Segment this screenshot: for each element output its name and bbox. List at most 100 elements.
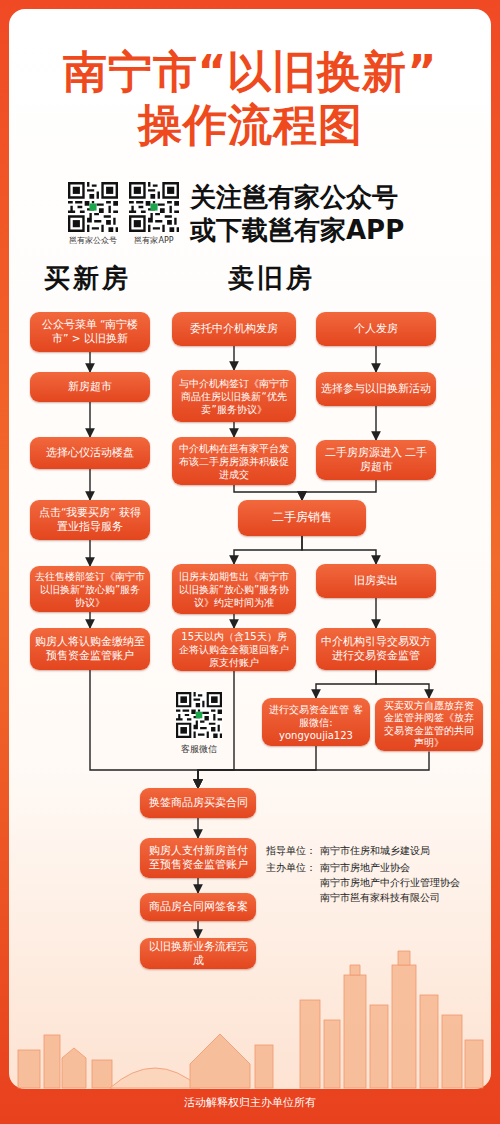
box-text-group: 旧房卖出: [354, 574, 398, 588]
flow-arrow: [375, 346, 376, 372]
flow-arrow: [89, 352, 90, 372]
box-text: 中介机构在邕有家平台发布该二手房房源并积极促进成交: [177, 442, 291, 481]
box-text-group: 去往售楼部签订《南宁市以旧换新“放心购”服务协议》: [35, 570, 145, 609]
process-box: 购房人支付新房首付至预售资金监管账户: [140, 838, 256, 878]
process-box: 点击“我要买房” 获得置业指导服务: [30, 500, 150, 540]
box-text: 二手房销售: [272, 510, 332, 526]
flow-arrow: [375, 406, 376, 440]
flow-arrow: [197, 921, 198, 938]
box-text: 选择心仪活动楼盘: [46, 446, 134, 460]
box-text-group: 个人发房: [354, 322, 398, 336]
box-text-group: 点击“我要买房” 获得置业指导服务: [35, 506, 145, 533]
process-box: 中介机构引导交易双方进行交易资金监管: [316, 628, 436, 670]
flow-arrow: [316, 670, 376, 698]
flow-arrow: [376, 670, 429, 698]
box-text: 点击“我要买房” 获得置业指导服务: [35, 506, 145, 533]
qr-code: [176, 692, 222, 738]
process-box: 进行交易资金监管 客服微信: yongyoujia123: [262, 698, 370, 746]
box-text-group: 进行交易资金监管 客服微信: yongyoujia123: [267, 703, 365, 742]
box-text-group: 以旧换新业务流程完成: [145, 940, 251, 967]
box-text-group: 中介机构引导交易双方进行交易资金监管: [321, 635, 431, 662]
process-box: 换签商品房买卖合同: [140, 788, 256, 818]
section-heading: 买新房: [44, 262, 154, 295]
process-box: 新房超市: [30, 372, 150, 402]
box-text: 旧房未如期售出《南宁市以旧换新“放心购”服务协议》约定时间为准: [177, 570, 291, 609]
box-text: 选择参与以旧换新活动: [321, 382, 431, 396]
box-text-group: 新房超市: [68, 380, 112, 394]
box-text: 新房超市: [68, 380, 112, 394]
process-box: 选择参与以旧换新活动: [316, 372, 436, 406]
box-text: 旧房卖出: [354, 574, 398, 588]
process-box: 选择心仪活动楼盘: [30, 437, 150, 469]
box-text: 换签商品房买卖合同: [149, 796, 248, 810]
box-text-group: 购房人支付新房首付至预售资金监管账户: [145, 844, 251, 871]
box-text-group: 中介机构在邕有家平台发布该二手房房源并积极促进成交: [177, 442, 291, 481]
box-text: 商品房合同网签备案: [149, 900, 248, 914]
cityscape: [18, 951, 483, 1088]
sponsor-text: 南宁市房地产业协会: [320, 862, 490, 874]
flow-arrow: [89, 540, 90, 566]
flow-arrow: [234, 485, 302, 500]
process-box: 公众号菜单 “南宁楼市” > 以旧换新: [30, 312, 150, 352]
poster-title: 南宁市“以旧换新” 操作流程图: [20, 46, 480, 152]
sponsor-text: 南宁市住房和城乡建设局: [320, 845, 490, 857]
flow-arrow: [302, 536, 376, 564]
box-text-group: 二手房销售: [272, 510, 332, 526]
process-box: 委托中介机构发房: [172, 312, 296, 346]
process-box: 中介机构在邕有家平台发布该二手房房源并积极促进成交: [172, 437, 296, 485]
sponsor-text: 南宁市房地产中介行业管理协会: [320, 877, 490, 889]
process-box: 旧房未如期售出《南宁市以旧换新“放心购”服务协议》约定时间为准: [172, 564, 296, 614]
caption-text: 邕有家APP: [122, 236, 186, 246]
flow-arrow: [233, 346, 234, 370]
process-box: 旧房卖出: [316, 564, 436, 598]
process-box: 买卖双方自愿放弃资金监管并阅签《放弃交易资金监管的共同声明》: [375, 698, 483, 751]
caption-text: 关注邕有家公众号 或下载邕有家APP: [190, 181, 485, 246]
box-text: 买卖双方自愿放弃资金监管并阅签《放弃交易资金监管的共同声明》: [380, 700, 478, 749]
box-text: 个人发房: [354, 322, 398, 336]
box-text: 与中介机构签订《南宁市商品住房以旧换新“优先卖”服务协议》: [177, 377, 291, 416]
box-text: 公众号菜单 “南宁楼市” > 以旧换新: [35, 318, 145, 345]
box-text-group: 委托中介机构发房: [190, 322, 278, 336]
box-text-group: 换签商品房买卖合同: [149, 796, 248, 810]
caption-text: 客服微信: [170, 744, 228, 755]
footer-note: 活动解释权归主办单位所有: [0, 1096, 500, 1110]
box-text-group: 选择心仪活动楼盘: [46, 446, 134, 460]
box-text: 购房人支付新房首付至预售资金监管账户: [145, 844, 251, 871]
box-text-group: 购房人将认购金缴纳至预售资金监管账户: [35, 635, 145, 662]
box-text: 以旧换新业务流程完成: [145, 940, 251, 967]
sponsor-text: 主办单位：: [266, 862, 326, 874]
qr-code: [68, 182, 118, 232]
qr-code: [129, 182, 179, 232]
box-text-group: 与中介机构签订《南宁市商品住房以旧换新“优先卖”服务协议》: [177, 377, 291, 416]
flow-arrow: [90, 670, 198, 788]
process-box: 二手房销售: [238, 500, 366, 536]
box-text-group: 选择参与以旧换新活动: [321, 382, 431, 396]
flow-arrow: [89, 612, 90, 628]
content-panel: [9, 9, 491, 1089]
box-text: 15天以内（含15天）房企将认购金全额退回客户原支付账户: [177, 630, 291, 669]
process-box: 与中介机构签订《南宁市商品住房以旧换新“优先卖”服务协议》: [172, 370, 296, 422]
sponsor-text: 南宁市邕有家科技有限公司: [320, 892, 490, 904]
flow-arrow: [233, 614, 234, 628]
sponsor-text: 指导单位：: [266, 845, 326, 857]
box-text-group: 商品房合同网签备案: [149, 900, 248, 914]
flow-arrow: [234, 536, 302, 564]
box-text: 进行交易资金监管 客服微信: yongyoujia123: [267, 703, 365, 742]
caption-text: 邕有家公众号: [58, 236, 128, 246]
section-heading: 卖旧房: [228, 262, 348, 295]
flow-arrow: [375, 598, 376, 628]
box-text: 中介机构引导交易双方进行交易资金监管: [321, 635, 431, 662]
flow-arrow: [233, 422, 234, 437]
box-text: 二手房房源进入 二手房超市: [321, 446, 431, 473]
process-box: 15天以内（含15天）房企将认购金全额退回客户原支付账户: [172, 628, 296, 671]
process-box: 以旧换新业务流程完成: [140, 938, 256, 969]
flow-arrow: [198, 751, 429, 788]
process-box: 个人发房: [316, 312, 436, 346]
process-box: 商品房合同网签备案: [140, 893, 256, 921]
box-text-group: 15天以内（含15天）房企将认购金全额退回客户原支付账户: [177, 630, 291, 669]
process-box: 二手房房源进入 二手房超市: [316, 440, 436, 480]
box-text-group: 二手房房源进入 二手房超市: [321, 446, 431, 473]
box-text-group: 旧房未如期售出《南宁市以旧换新“放心购”服务协议》约定时间为准: [177, 570, 291, 609]
box-text: 购房人将认购金缴纳至预售资金监管账户: [35, 635, 145, 662]
